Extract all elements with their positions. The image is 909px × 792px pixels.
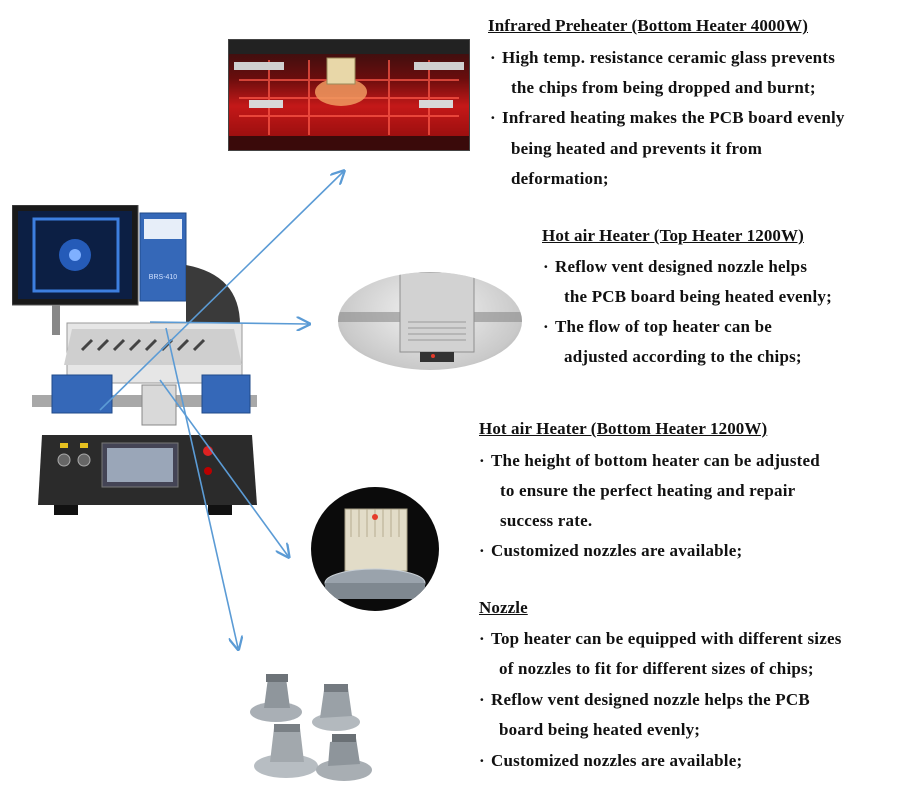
bullet-text: the PCB board being heated evenly; xyxy=(564,287,832,306)
bullet-dot: · xyxy=(490,48,496,67)
bullet-line: board being heated evenly; xyxy=(499,720,700,740)
bottom-heater-drawing xyxy=(324,508,426,599)
infrared-preheater-photo xyxy=(228,39,470,151)
preheater-frame-top xyxy=(229,40,469,54)
arrow-to-bottom-heater xyxy=(159,379,288,556)
section-title-infrared-preheater: Infrared Preheater (Bottom Heater 4000W) xyxy=(488,16,808,35)
led-dot xyxy=(372,514,378,520)
bullet-text: deformation; xyxy=(511,169,609,188)
nozzles-photo xyxy=(244,670,376,786)
monitor-chip-center xyxy=(69,249,81,261)
infrared-preheater-drawing xyxy=(229,40,469,150)
arrow-to-top-heater xyxy=(149,322,308,324)
brand-plate xyxy=(144,219,182,239)
bullet-line: · The flow of top heater can be xyxy=(543,317,772,337)
bullet-line: of nozzles to fit for different sizes of… xyxy=(499,659,814,679)
section-title-bottom-heater: Hot air Heater (Bottom Heater 1200W) xyxy=(479,419,768,438)
bullet-line: the PCB board being heated evenly; xyxy=(564,287,832,307)
bullet-text: board being heated evenly; xyxy=(499,720,701,739)
bullet-dot: · xyxy=(543,317,549,336)
bullet-line: to ensure the perfect heating and repair xyxy=(500,481,795,501)
support-bracket xyxy=(234,62,284,70)
bullet-dot: · xyxy=(479,451,485,470)
nozzle-item xyxy=(250,674,302,722)
pcb-clamp-right xyxy=(201,374,251,414)
model-label: BRS-410 xyxy=(149,274,178,281)
bullet-dot: · xyxy=(479,690,485,709)
bullet-line: · Reflow vent designed nozzle helps the P… xyxy=(479,690,810,710)
bullet-line: · Customized nozzles are available; xyxy=(479,751,742,771)
pcb-chip xyxy=(420,352,454,362)
heater-glow xyxy=(315,78,367,106)
machine-foot xyxy=(54,505,78,515)
bullet-line: · High temp. resistance ceramic glass pre… xyxy=(490,48,835,68)
support-bracket xyxy=(419,100,453,108)
bullet-text: Customized nozzles are available; xyxy=(491,751,743,770)
bottom-heater-photo xyxy=(311,487,439,611)
bullet-line: · Customized nozzles are available; xyxy=(479,541,742,561)
nozzles-drawing xyxy=(250,674,372,781)
bullet-dot: · xyxy=(479,629,485,648)
nozzle-item xyxy=(254,724,318,778)
pcb-clamp-left xyxy=(51,374,113,414)
bullet-line: · Infrared heating makes the PCB board ev… xyxy=(490,108,845,128)
top-heater-housing xyxy=(399,272,475,353)
bullet-dot: · xyxy=(543,257,549,276)
bullet-text: Customized nozzles are available; xyxy=(491,541,743,560)
bullet-line: deformation; xyxy=(511,169,609,189)
monitor-grid-frame xyxy=(32,217,120,293)
control-knob xyxy=(77,453,91,467)
bullet-dot: · xyxy=(479,751,485,770)
nozzle-item xyxy=(312,684,360,731)
support-bracket xyxy=(414,62,464,70)
bullet-text: The flow of top heater can be xyxy=(555,317,773,336)
bullet-line: success rate. xyxy=(500,511,592,531)
bullet-text: Reflow vent designed nozzle helps the PC… xyxy=(491,690,810,709)
top-heater-drawing xyxy=(338,272,522,362)
bullet-line: the chips from being dropped and burnt; xyxy=(511,78,816,98)
bullet-line: · The height of bottom heater can be adju… xyxy=(479,451,820,471)
nozzle-mesh xyxy=(350,509,400,537)
vent-lines xyxy=(408,321,466,341)
bottom-nozzle-holder xyxy=(141,384,177,426)
bullet-text: success rate. xyxy=(500,511,593,530)
bullet-line: adjusted according to the chips; xyxy=(564,347,802,367)
bullet-text: The height of bottom heater can be adjus… xyxy=(491,451,820,470)
bullet-line: · Reflow vent designed nozzle helps xyxy=(543,257,807,277)
bullet-line: · Top heater can be equipped with differe… xyxy=(479,629,842,649)
touch-screen xyxy=(107,448,173,482)
bullet-text: of nozzles to fit for different sizes of… xyxy=(499,659,814,678)
bullet-text: High temp. resistance ceramic glass prev… xyxy=(502,48,836,67)
support-bracket xyxy=(249,100,283,108)
heater-base xyxy=(325,583,425,599)
bullet-text: Reflow vent designed nozzle helps xyxy=(555,257,808,276)
bullet-text: Infrared heating makes the PCB board eve… xyxy=(502,108,845,127)
section-title-nozzle: Nozzle xyxy=(479,598,528,617)
top-nozzle xyxy=(326,57,356,85)
bullet-text: to ensure the perfect heating and repair xyxy=(500,481,796,500)
monitor-arm xyxy=(52,305,60,335)
led-dot xyxy=(431,354,435,358)
nozzle-item xyxy=(316,734,372,781)
bullet-dot: · xyxy=(479,541,485,560)
bullet-text: being heated and prevents it from xyxy=(511,139,763,158)
arrow-to-nozzles xyxy=(165,327,238,648)
machine-foot xyxy=(208,505,232,515)
indicator-light xyxy=(60,443,68,448)
section-title-top-heater: Hot air Heater (Top Heater 1200W) xyxy=(542,226,804,245)
top-heater-photo xyxy=(338,272,522,370)
bullet-text: Top heater can be equipped with differen… xyxy=(491,629,842,648)
control-knob xyxy=(57,453,71,467)
bullet-line: being heated and prevents it from xyxy=(511,139,762,159)
bullet-dot: · xyxy=(490,108,496,127)
infrared-panel xyxy=(64,329,242,365)
power-button xyxy=(204,467,212,475)
bullet-text: adjusted according to the chips; xyxy=(564,347,802,366)
bullet-text: the chips from being dropped and burnt; xyxy=(511,78,816,97)
indicator-light xyxy=(80,443,88,448)
preheater-frame-bottom xyxy=(229,136,469,150)
arrow-to-infrared-preheater xyxy=(99,172,343,411)
